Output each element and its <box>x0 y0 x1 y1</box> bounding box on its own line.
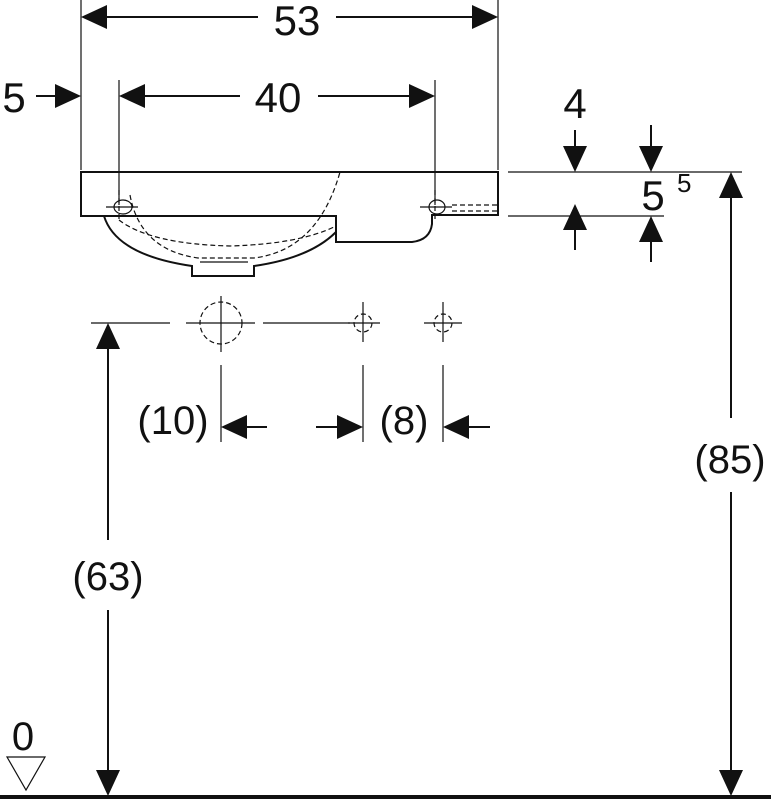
overall-width-dimension: 53 <box>80 0 499 170</box>
floor-level-icon <box>5 756 47 792</box>
overall-width-label: 53 <box>274 0 321 44</box>
outlet-height-label: (63) <box>72 555 143 599</box>
left-offset-dimension: 5 <box>2 74 81 121</box>
floor-level: 0 <box>0 715 771 799</box>
rim-thickness-dimension: 4 <box>508 80 742 250</box>
outlet-offset-label: (10) <box>137 399 208 443</box>
rim-thickness-right-dimension: 5 5 <box>639 125 691 262</box>
tap-hole-spacing-label: 40 <box>255 74 302 121</box>
outlet-height-dimension: (63) <box>72 323 144 796</box>
washbasin-outline <box>80 171 499 277</box>
rim-height-label: (85) <box>694 438 765 482</box>
rim-thickness-right-base: 5 <box>641 172 664 219</box>
rim-thickness-label: 4 <box>563 80 586 127</box>
floor-level-label: 0 <box>12 715 34 759</box>
left-offset-label: 5 <box>2 74 25 121</box>
connection-centers <box>91 296 462 352</box>
tap-hole-spacing-dimension: 40 <box>118 74 436 205</box>
supply-spacing-label: (8) <box>380 399 429 443</box>
rim-height-dimension: (85) <box>694 172 766 796</box>
rim-thickness-right-superscript: 5 <box>677 168 691 198</box>
horizontal-offsets-dimension: (10) (8) <box>137 365 490 443</box>
